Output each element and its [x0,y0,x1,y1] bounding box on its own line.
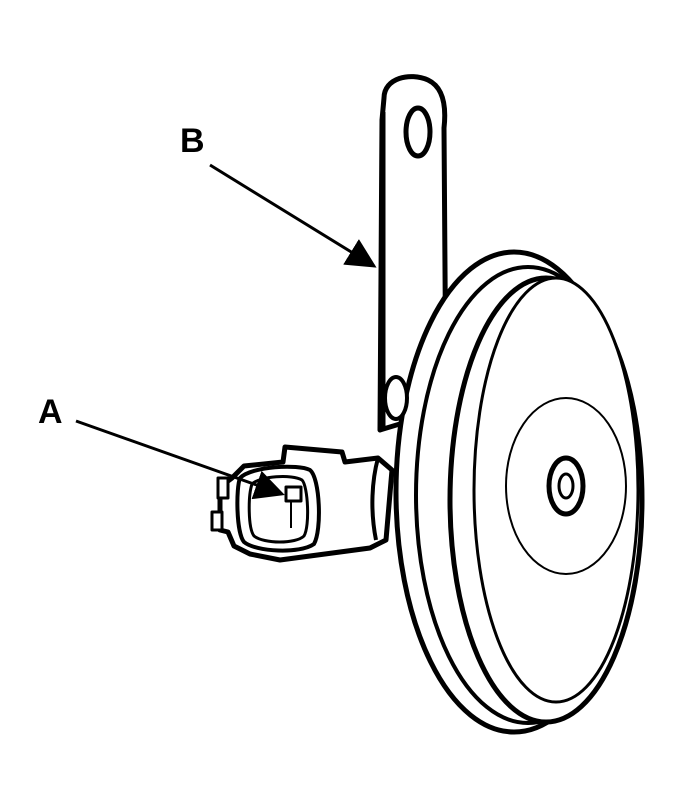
horn-connector [210,444,395,563]
callout-b-label: B [180,122,205,160]
callout-b-leader [209,163,377,268]
callout-a-leader [75,419,285,500]
connector-terminal [284,485,303,503]
bracket-bolt-hole [403,105,433,159]
horn-body [383,249,645,735]
callout-a-label: A [38,393,63,431]
